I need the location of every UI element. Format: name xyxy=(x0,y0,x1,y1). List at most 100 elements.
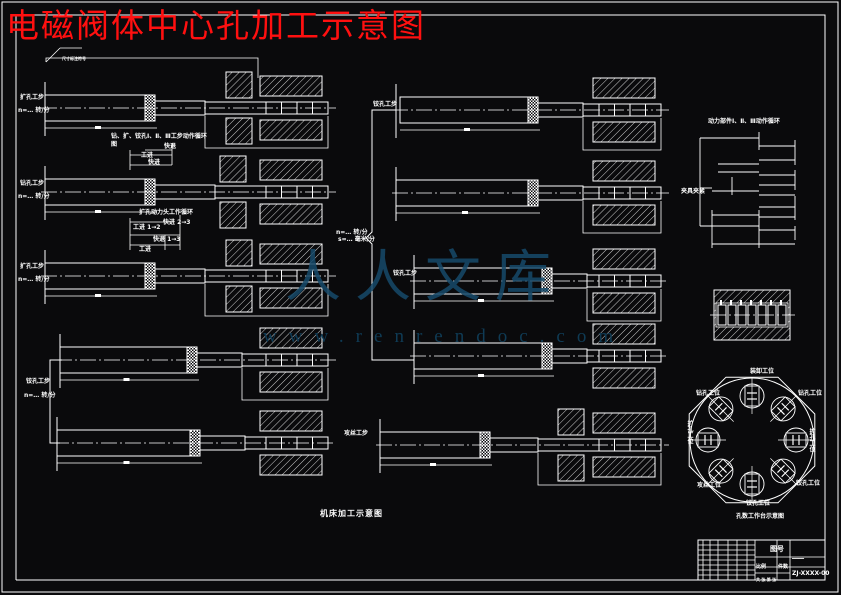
cycle-sketch-mid xyxy=(129,215,181,250)
fixture-lower xyxy=(225,117,253,145)
workpiece-upper xyxy=(592,412,656,434)
station-6: 攻丝工位 xyxy=(697,482,722,489)
station-fixture-8 xyxy=(707,395,734,422)
station-8: 钻孔工位 xyxy=(696,390,721,397)
dimension-text xyxy=(462,211,468,214)
assembly-label-1: 扩孔工步 xyxy=(20,94,45,101)
cycle-mid-1: 工进 1→2 xyxy=(133,224,161,231)
travel-dimension xyxy=(537,453,662,486)
overall-dimension xyxy=(45,57,259,78)
spindle-housing xyxy=(56,429,191,457)
title-block-grid xyxy=(697,539,826,581)
assembly-label-4: 铰孔工步 xyxy=(26,378,51,385)
assembly-label-2: 钻孔工步 xyxy=(20,180,45,187)
workpiece-lower xyxy=(259,287,323,309)
bore-marker xyxy=(720,300,722,305)
cycle-note-1: 钻、扩、铰孔Ⅰ、Ⅱ、Ⅲ工步动作循环 xyxy=(111,133,207,140)
dimension-text xyxy=(123,378,130,381)
travel-dimension xyxy=(582,201,662,234)
fixture-lower xyxy=(557,454,585,482)
dimension-text xyxy=(478,374,484,377)
workpiece-upper xyxy=(592,160,656,182)
station-fixture-7 xyxy=(690,427,726,453)
rotary-caption: 孔数工作台示意图 xyxy=(736,513,785,520)
feed-bracket-right xyxy=(365,109,414,361)
dimension-text xyxy=(478,299,484,302)
workpiece-upper xyxy=(592,77,656,99)
fixture-upper xyxy=(557,408,585,436)
leader-line xyxy=(45,47,61,63)
assembly-feed-1: n=… 转/分 xyxy=(18,107,50,114)
bore-marker xyxy=(760,300,762,305)
workpiece-lower xyxy=(592,456,656,478)
assembly-label-3: 扩孔工步 xyxy=(20,263,45,270)
cycle-note-1b: 图 xyxy=(111,141,118,148)
cycle-start: 夹具夹紧 xyxy=(681,188,706,195)
station-7: 扩孔工位 xyxy=(686,420,693,444)
station-axis xyxy=(707,395,734,422)
travel-dimension xyxy=(204,116,329,149)
title-block-material: ━━━━ xyxy=(792,556,805,562)
main-caption: 机床加工示意图 xyxy=(320,509,383,518)
workpiece-upper xyxy=(259,410,323,432)
workpiece-upper xyxy=(592,248,656,270)
fixture-lower xyxy=(225,285,253,313)
assembly-feed-2: n=… 转/分 xyxy=(18,193,50,200)
bore-marker xyxy=(780,300,782,305)
fixture-lower xyxy=(219,201,247,229)
title-block-scale: 比例 xyxy=(756,564,767,570)
dimension-text xyxy=(95,126,101,129)
bore-marker xyxy=(770,300,772,305)
inner-border xyxy=(15,14,826,581)
work-cycle-diagram xyxy=(699,132,796,248)
station-fixture-4 xyxy=(770,458,797,485)
station-2: 钻孔工位 xyxy=(798,390,823,397)
top-note: 尺寸标注符号 xyxy=(62,56,86,61)
drawing-title: 电磁阀体中心孔加工示意图 xyxy=(6,6,426,45)
workpiece-upper xyxy=(259,159,323,181)
dimension-text xyxy=(95,210,101,213)
travel-dimension xyxy=(582,118,662,151)
bore-marker xyxy=(730,300,732,305)
assembly-feed-4: n=… 转/分 xyxy=(24,392,56,399)
workpiece-lower xyxy=(259,454,323,476)
workpiece-lower xyxy=(259,203,323,225)
bore-marker xyxy=(740,300,742,305)
station-4: 铰孔工位 xyxy=(796,480,821,487)
cycle-sketch-left xyxy=(129,143,173,170)
cycle-mid-4: 工进 xyxy=(139,246,152,253)
station-fixture-5 xyxy=(739,466,765,502)
watermark-url: www.renrendoc.com xyxy=(263,326,626,347)
station-fixture-3 xyxy=(778,427,814,453)
workpiece-upper xyxy=(259,243,323,265)
workpiece-lower xyxy=(259,119,323,141)
cycle-left-1: 工进 xyxy=(141,152,154,159)
workpiece-lower xyxy=(259,371,323,393)
assembly-label-right-1: 铰孔工步 xyxy=(373,101,398,108)
workpiece-upper xyxy=(259,327,323,349)
octagon-outline xyxy=(688,376,816,504)
cycle-caption: 动力部件Ⅰ、Ⅱ、Ⅲ动作循环 xyxy=(708,118,780,125)
title-block-name: 图号 xyxy=(770,545,784,553)
title-block-drawing-no: ZJ-XXXX-00 xyxy=(792,570,830,577)
bore-marker xyxy=(750,300,752,305)
assembly-label-right-5: 攻丝工步 xyxy=(344,430,369,437)
station-axis xyxy=(770,395,797,422)
feed-bracket xyxy=(49,359,62,444)
dimension-text xyxy=(95,294,101,297)
dimension-text xyxy=(464,128,470,131)
watermark-logo: 人人文库 xyxy=(285,245,565,310)
cycle-left-2: 快退 xyxy=(164,143,177,150)
station-1: 装卸工位 xyxy=(750,368,775,375)
workpiece-lower xyxy=(592,292,656,314)
fixture-upper xyxy=(219,155,247,183)
travel-dimension xyxy=(204,284,329,317)
workpiece-lower xyxy=(592,121,656,143)
station-fixture-1 xyxy=(739,378,765,414)
station-axis xyxy=(770,458,797,485)
station-5: 铰孔工位 xyxy=(746,500,771,507)
station-axis xyxy=(707,458,734,485)
cycle-note-2: 扩孔动力头工作循环 xyxy=(139,209,194,216)
assembly-feed-3: n=… 转/分 xyxy=(18,276,50,283)
